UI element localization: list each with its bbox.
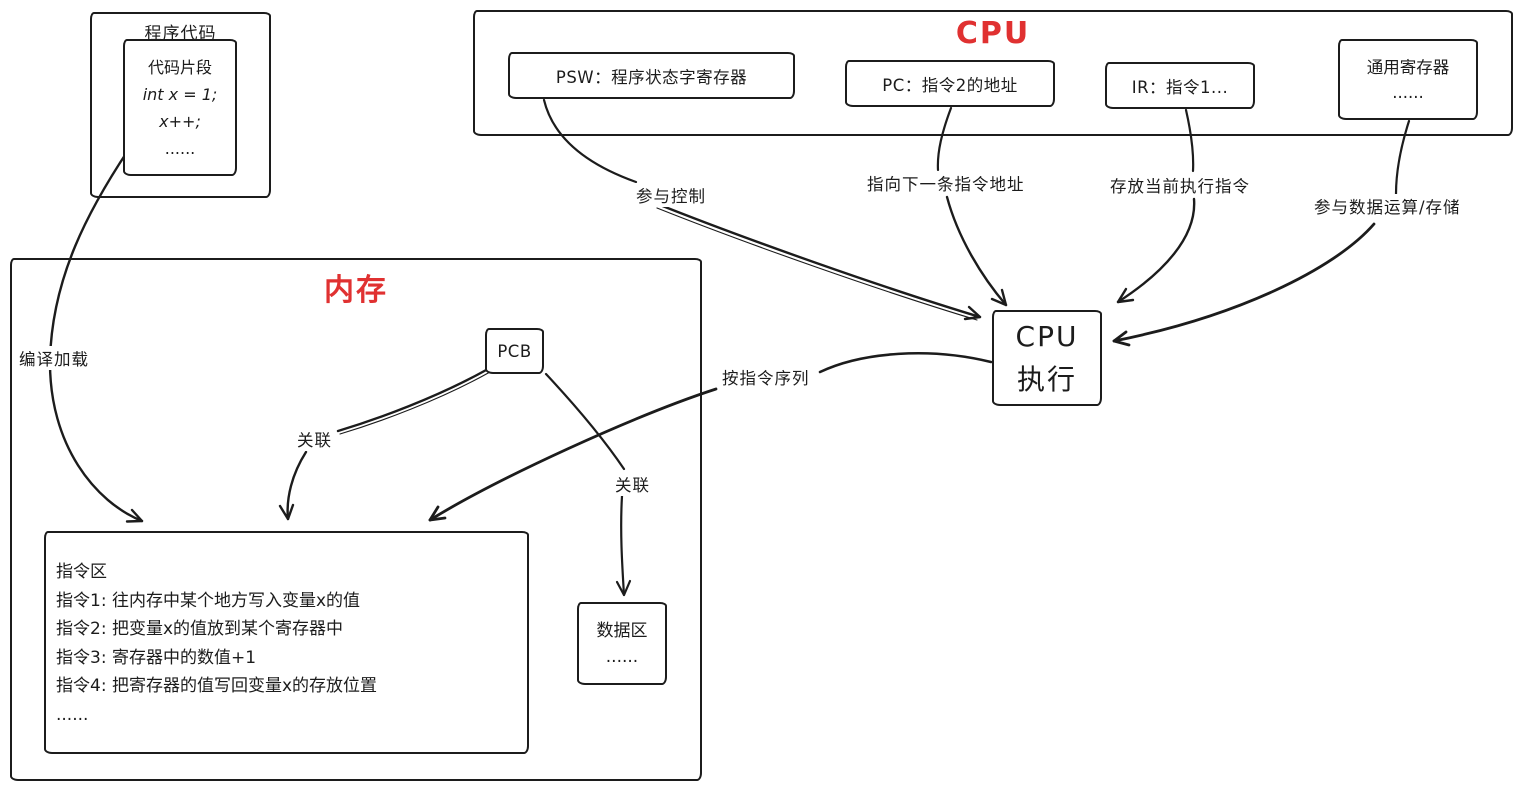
code-snippet-box: 代码片段 int x = 1; x++; ...... <box>123 39 237 176</box>
data-area-label: 数据区 <box>596 620 648 641</box>
general-registers-ellipsis: ...... <box>1392 82 1424 102</box>
arrow-compile-load <box>48 144 144 523</box>
general-registers-box: 通用寄存器 ...... <box>1338 39 1478 120</box>
edge-label-next-instruction: 指向下一条指令地址 <box>864 171 1028 195</box>
edge-label-assoc-left: 关联 <box>294 427 335 451</box>
arrow-pc-to-exec <box>936 106 1008 307</box>
cpu-exec-line1: CPU <box>1015 320 1079 353</box>
instruction-area-box: 指令区 指令1: 往内存中某个地方写入变量x的值 指令2: 把变量x的值放到某个… <box>44 531 529 754</box>
arrow-ir-to-exec <box>1116 108 1196 304</box>
edge-label-by-sequence: 按指令序列 <box>719 365 813 389</box>
arrow-pcb-to-instruction-area <box>278 367 491 521</box>
code-line: ...... <box>164 139 196 158</box>
general-registers-label: 通用寄存器 <box>1366 57 1450 77</box>
memory-box: 内存 <box>10 258 702 781</box>
edge-label-current-instruction: 存放当前执行指令 <box>1107 173 1253 197</box>
psw-register-label: PSW：程序状态字寄存器 <box>555 67 748 87</box>
edge-label-data-ops: 参与数据运算/存储 <box>1311 194 1464 218</box>
pc-register-label: PC：指令2的地址 <box>882 75 1018 95</box>
pcb-label: PCB <box>497 341 532 361</box>
instruction-area-heading: 指令区 <box>56 562 107 582</box>
memory-title: 内存 <box>324 273 388 308</box>
instruction-line: 指令4: 把寄存器的值写回变量x的存放位置 <box>56 676 378 696</box>
ir-register-box: IR：指令1... <box>1105 62 1255 109</box>
arrow-gpr-to-exec <box>1112 119 1411 347</box>
arrow-psw-to-exec <box>542 98 982 321</box>
ir-register-label: IR：指令1... <box>1131 77 1229 97</box>
edge-label-assoc-right: 关联 <box>612 472 653 496</box>
cpu-exec-box: CPU 执行 <box>992 310 1102 406</box>
instruction-line: 指令2: 把变量x的值放到某个寄存器中 <box>56 619 344 639</box>
data-area-box: 数据区 ...... <box>577 602 667 685</box>
code-line: x++; <box>159 112 201 131</box>
edge-label-control: 参与控制 <box>633 183 709 207</box>
code-line: int x = 1; <box>142 85 218 104</box>
instruction-area-ellipsis: ...... <box>56 704 89 725</box>
instruction-line: 指令1: 往内存中某个地方写入变量x的值 <box>56 590 361 611</box>
data-area-ellipsis: ...... <box>605 646 639 667</box>
psw-register-box: PSW：程序状态字寄存器 <box>508 52 795 99</box>
cpu-exec-line2: 执行 <box>1016 363 1077 396</box>
cpu-box: CPU <box>473 10 1513 136</box>
pcb-box: PCB <box>485 328 544 374</box>
code-line: 代码片段 <box>147 58 212 77</box>
pc-register-box: PC：指令2的地址 <box>845 60 1055 107</box>
arrow-exec-to-instruction-area <box>428 352 993 522</box>
instruction-line: 指令3: 寄存器中的数值+1 <box>56 647 257 668</box>
edge-label-compile-load: 编译加载 <box>16 346 92 370</box>
arrow-pcb-to-data-area <box>544 372 632 597</box>
cpu-title: CPU <box>955 16 1031 51</box>
